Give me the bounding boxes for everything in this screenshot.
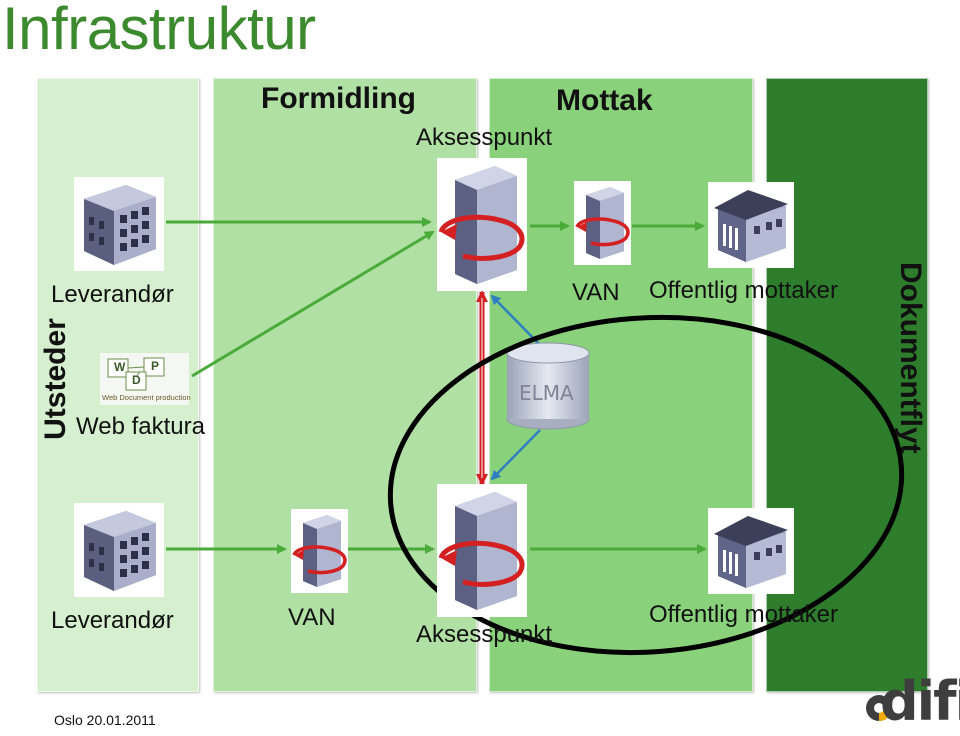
offentlig-mottaker-building-icon-top	[708, 182, 794, 268]
wdp-letter-d: D	[132, 373, 141, 387]
leverandor-building-icon-top	[74, 177, 164, 271]
wdp-caption: Web Document production	[102, 393, 191, 402]
offentlig-mottaker-building-icon-bottom	[708, 508, 794, 594]
heading-formidling: Formidling	[261, 82, 416, 115]
label-offentlig-bottom: Offentlig mottaker	[649, 601, 838, 628]
elma-database-icon	[506, 342, 590, 430]
highlight-ellipse	[387, 314, 905, 656]
difi-logo-text: difi	[880, 670, 960, 733]
footer-date: Oslo 20.01.2011	[54, 712, 156, 728]
arrow-elma-to-bottom	[490, 429, 541, 481]
heading-mottak: Mottak	[556, 84, 653, 117]
web-document-production-icon: W P D Web Document production	[100, 353, 191, 405]
aksesspunkt-server-icon-top	[437, 158, 527, 291]
label-web-faktura: Web faktura	[76, 413, 205, 440]
label-van-bottom: VAN	[288, 604, 336, 631]
van-server-icon-bottom	[291, 509, 348, 593]
side-label-dokumentflyt: Dokumentflyt	[894, 262, 927, 454]
arrow-webfaktura-to-aksesspunkt	[191, 230, 435, 378]
side-label-utsteder: Utsteder	[39, 318, 72, 440]
leverandor-building-icon-bottom	[74, 503, 164, 597]
van-server-icon-top	[574, 181, 631, 265]
label-aksesspunkt-bottom: Aksesspunkt	[416, 621, 553, 648]
wdp-letter-w: W	[114, 360, 126, 374]
page-title: Infrastruktur	[2, 0, 316, 62]
label-leverandor-bottom: Leverandør	[51, 607, 174, 634]
arrow-elma-to-top	[490, 294, 541, 346]
elma-label: ELMA	[519, 381, 574, 405]
label-aksesspunkt-top: Aksesspunkt	[416, 124, 553, 151]
difi-logo-mark-icon	[866, 695, 892, 721]
label-van-top: VAN	[572, 279, 620, 306]
wdp-letter-p: P	[151, 359, 160, 373]
aksesspunkt-server-icon-bottom	[437, 484, 527, 617]
label-leverandor-top: Leverandør	[51, 281, 174, 308]
label-offentlig-top: Offentlig mottaker	[649, 277, 838, 304]
difi-logo: difi	[860, 670, 960, 736]
